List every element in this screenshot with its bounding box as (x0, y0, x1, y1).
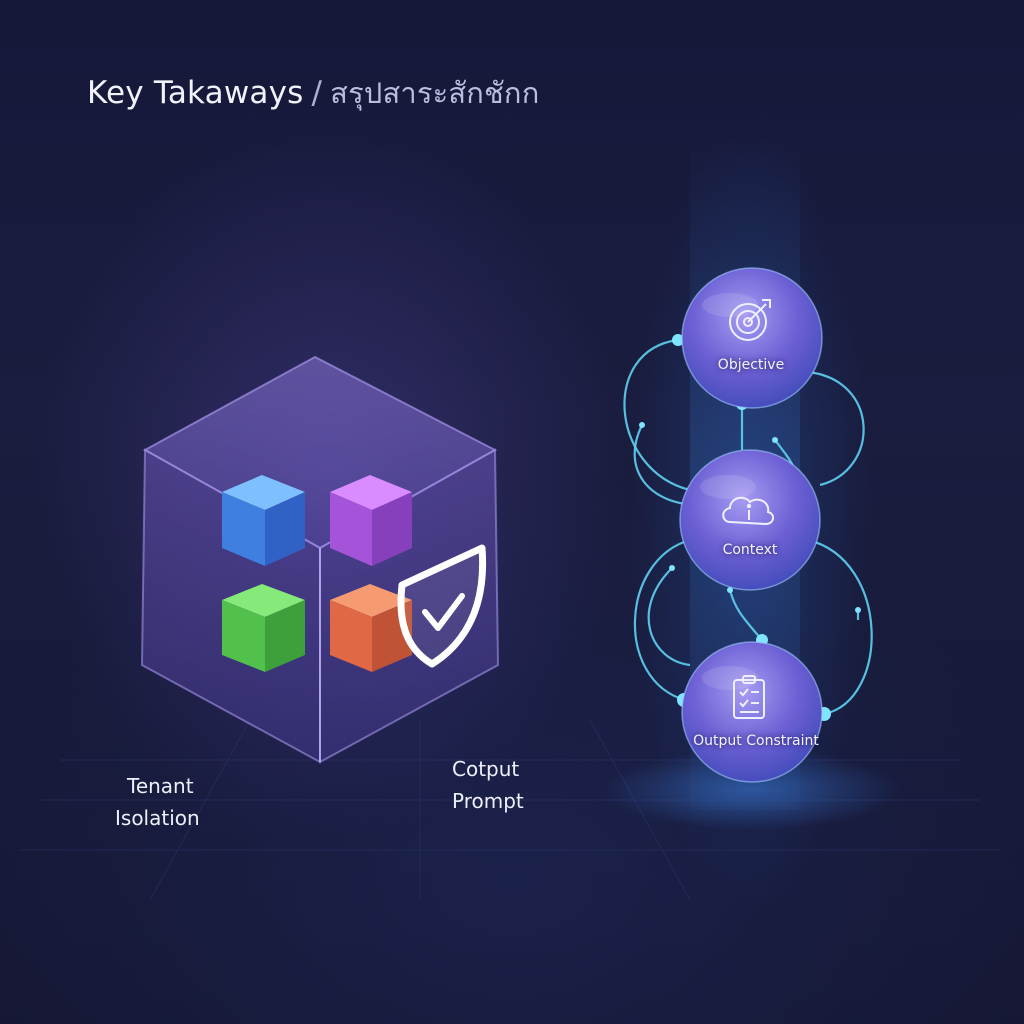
target-icon (729, 299, 771, 341)
floor-glow (602, 750, 902, 830)
tenant-container-cube (140, 355, 500, 764)
tenant-isolation-label-line2: Isolation (115, 806, 200, 830)
tenant-isolation-label-line1: Tenant (127, 774, 194, 798)
output-prompt-label: Cotput Prompt (452, 753, 524, 817)
tenant-isolation-label: Tenant Isolation (115, 770, 200, 834)
sphere-label-context: Context (722, 542, 778, 558)
shield-check-icon (397, 544, 487, 668)
cloud-info-icon (722, 496, 774, 526)
title-separator: / (311, 75, 323, 111)
checklist-icon (733, 675, 765, 719)
sphere-label-output-constraint: Output Constraint (693, 733, 819, 749)
title-main: Key Takaways (87, 75, 304, 111)
tenant-block-green (222, 584, 305, 672)
sphere-objective (681, 267, 823, 409)
data-rain (160, 140, 774, 420)
floor-grid (20, 719, 1000, 901)
tenant-block-purple (330, 475, 412, 566)
output-prompt-label-line1: Cotput (452, 757, 520, 781)
sphere-label-objective: Objective (717, 357, 785, 373)
title-subtitle: สรุปสาระสักชักก (330, 76, 540, 110)
output-prompt-label-line2: Prompt (452, 789, 524, 813)
slide-title: Key Takaways/สรุปสาระสักชักก (87, 70, 539, 116)
connector-lines (623, 338, 873, 716)
tenant-block-blue (222, 475, 305, 566)
